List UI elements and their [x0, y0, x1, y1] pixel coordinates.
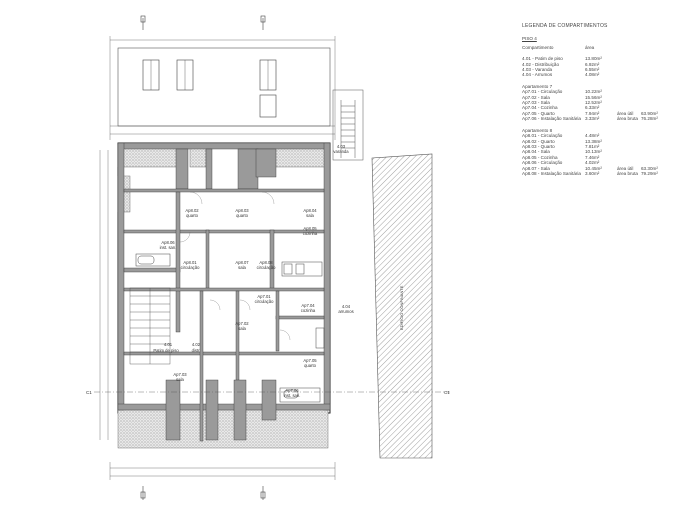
room-ap7-06-name: inst. san. [284, 393, 301, 398]
room-4-03-code: 4.03 [337, 144, 346, 149]
building-shell [117, 142, 331, 449]
terrace-stair [332, 89, 364, 161]
room-ap7-02-code: Ap7.02 [235, 321, 249, 326]
room-ap8-07-code: Ap8.07 [235, 260, 249, 265]
bottom-dimensions [99, 150, 336, 480]
room-labels: Ap8.02 quarto Ap8.03 quarto Ap8.04 sala … [153, 144, 353, 398]
legend-apartment-title: Apartamento 7 [522, 83, 553, 89]
neighbor-label: EDIFÍCIO CONFINANTE [399, 285, 404, 330]
neighboring-building: EDIFÍCIO CONFINANTE [371, 153, 433, 459]
room-ap8-06-code: Ap8.06 [161, 240, 175, 245]
room-ap8-02-code: Ap8.02 [185, 208, 199, 213]
cut-label-left: C1 [86, 390, 92, 395]
room-ap7-04-name: cozinha [301, 308, 316, 313]
room-ap8-07-name: sala [238, 265, 246, 270]
room-ap7-01-name: circulação [255, 299, 275, 304]
room-4-04-name: arrumos [338, 309, 353, 314]
room-ap8-01-name: circulação [181, 265, 201, 270]
legend-title: LEGENDA DE COMPARTIMENTOS [522, 23, 608, 29]
room-ap8-08-name: circulação [257, 265, 277, 270]
room-ap7-01-code: Ap7.01 [257, 294, 271, 299]
room-ap8-08-code: Ap8.08 [259, 260, 273, 265]
legend-apartment-title: Apartamento 8 [522, 127, 553, 133]
legend-col-name: Compartimento [522, 44, 554, 50]
room-legend: LEGENDA DE COMPARTIMENTOS PISO 4 Compart… [522, 23, 672, 177]
room-4-01-code: 4.01 [164, 342, 173, 347]
room-4-02-code: 4.02 [192, 342, 201, 347]
upper-annex [117, 47, 331, 127]
room-ap8-04-code: Ap8.04 [303, 208, 317, 213]
room-ap7-03-name: sala [176, 377, 184, 382]
room-ap7-04-code: Ap7.04 [301, 303, 315, 308]
legend-header: Compartimento área [522, 45, 672, 50]
room-ap8-03-name: quarto [236, 213, 249, 218]
room-ap7-05-name: quarto [304, 363, 317, 368]
room-4-03-name: varanda [333, 149, 349, 154]
room-ap8-04-name: sala [306, 213, 314, 218]
room-4-01-name: Patim de piso [153, 348, 179, 353]
door-swings [179, 191, 291, 341]
legend-floor: PISO 4 [522, 36, 537, 42]
room-ap7-02-name: sala [238, 326, 246, 331]
walls [117, 142, 331, 442]
cut-line: C1 C1 [86, 390, 450, 395]
room-ap8-01-code: Ap8.01 [183, 260, 197, 265]
section-markers [140, 15, 266, 500]
room-ap8-05-name: cozinha [303, 231, 318, 236]
legend-col-area: área [585, 44, 595, 50]
main-stair [129, 287, 171, 365]
top-dimensions [109, 36, 336, 140]
room-ap7-03-code: Ap7.03 [173, 372, 187, 377]
room-ap8-06-name: inst. san. [160, 245, 177, 250]
room-ap8-05-code: Ap8.05 [303, 226, 317, 231]
room-4-04-code: 4.04 [342, 304, 351, 309]
room-ap8-02-name: quarto [186, 213, 199, 218]
room-ap7-05-code: Ap7.05 [303, 358, 317, 363]
room-4-02-name: distr. [192, 348, 201, 353]
fixtures [135, 253, 325, 403]
room-ap7-06-code: Ap7.06 [285, 388, 299, 393]
cut-label-right: C1 [444, 390, 450, 395]
room-ap8-03-code: Ap8.03 [235, 208, 249, 213]
